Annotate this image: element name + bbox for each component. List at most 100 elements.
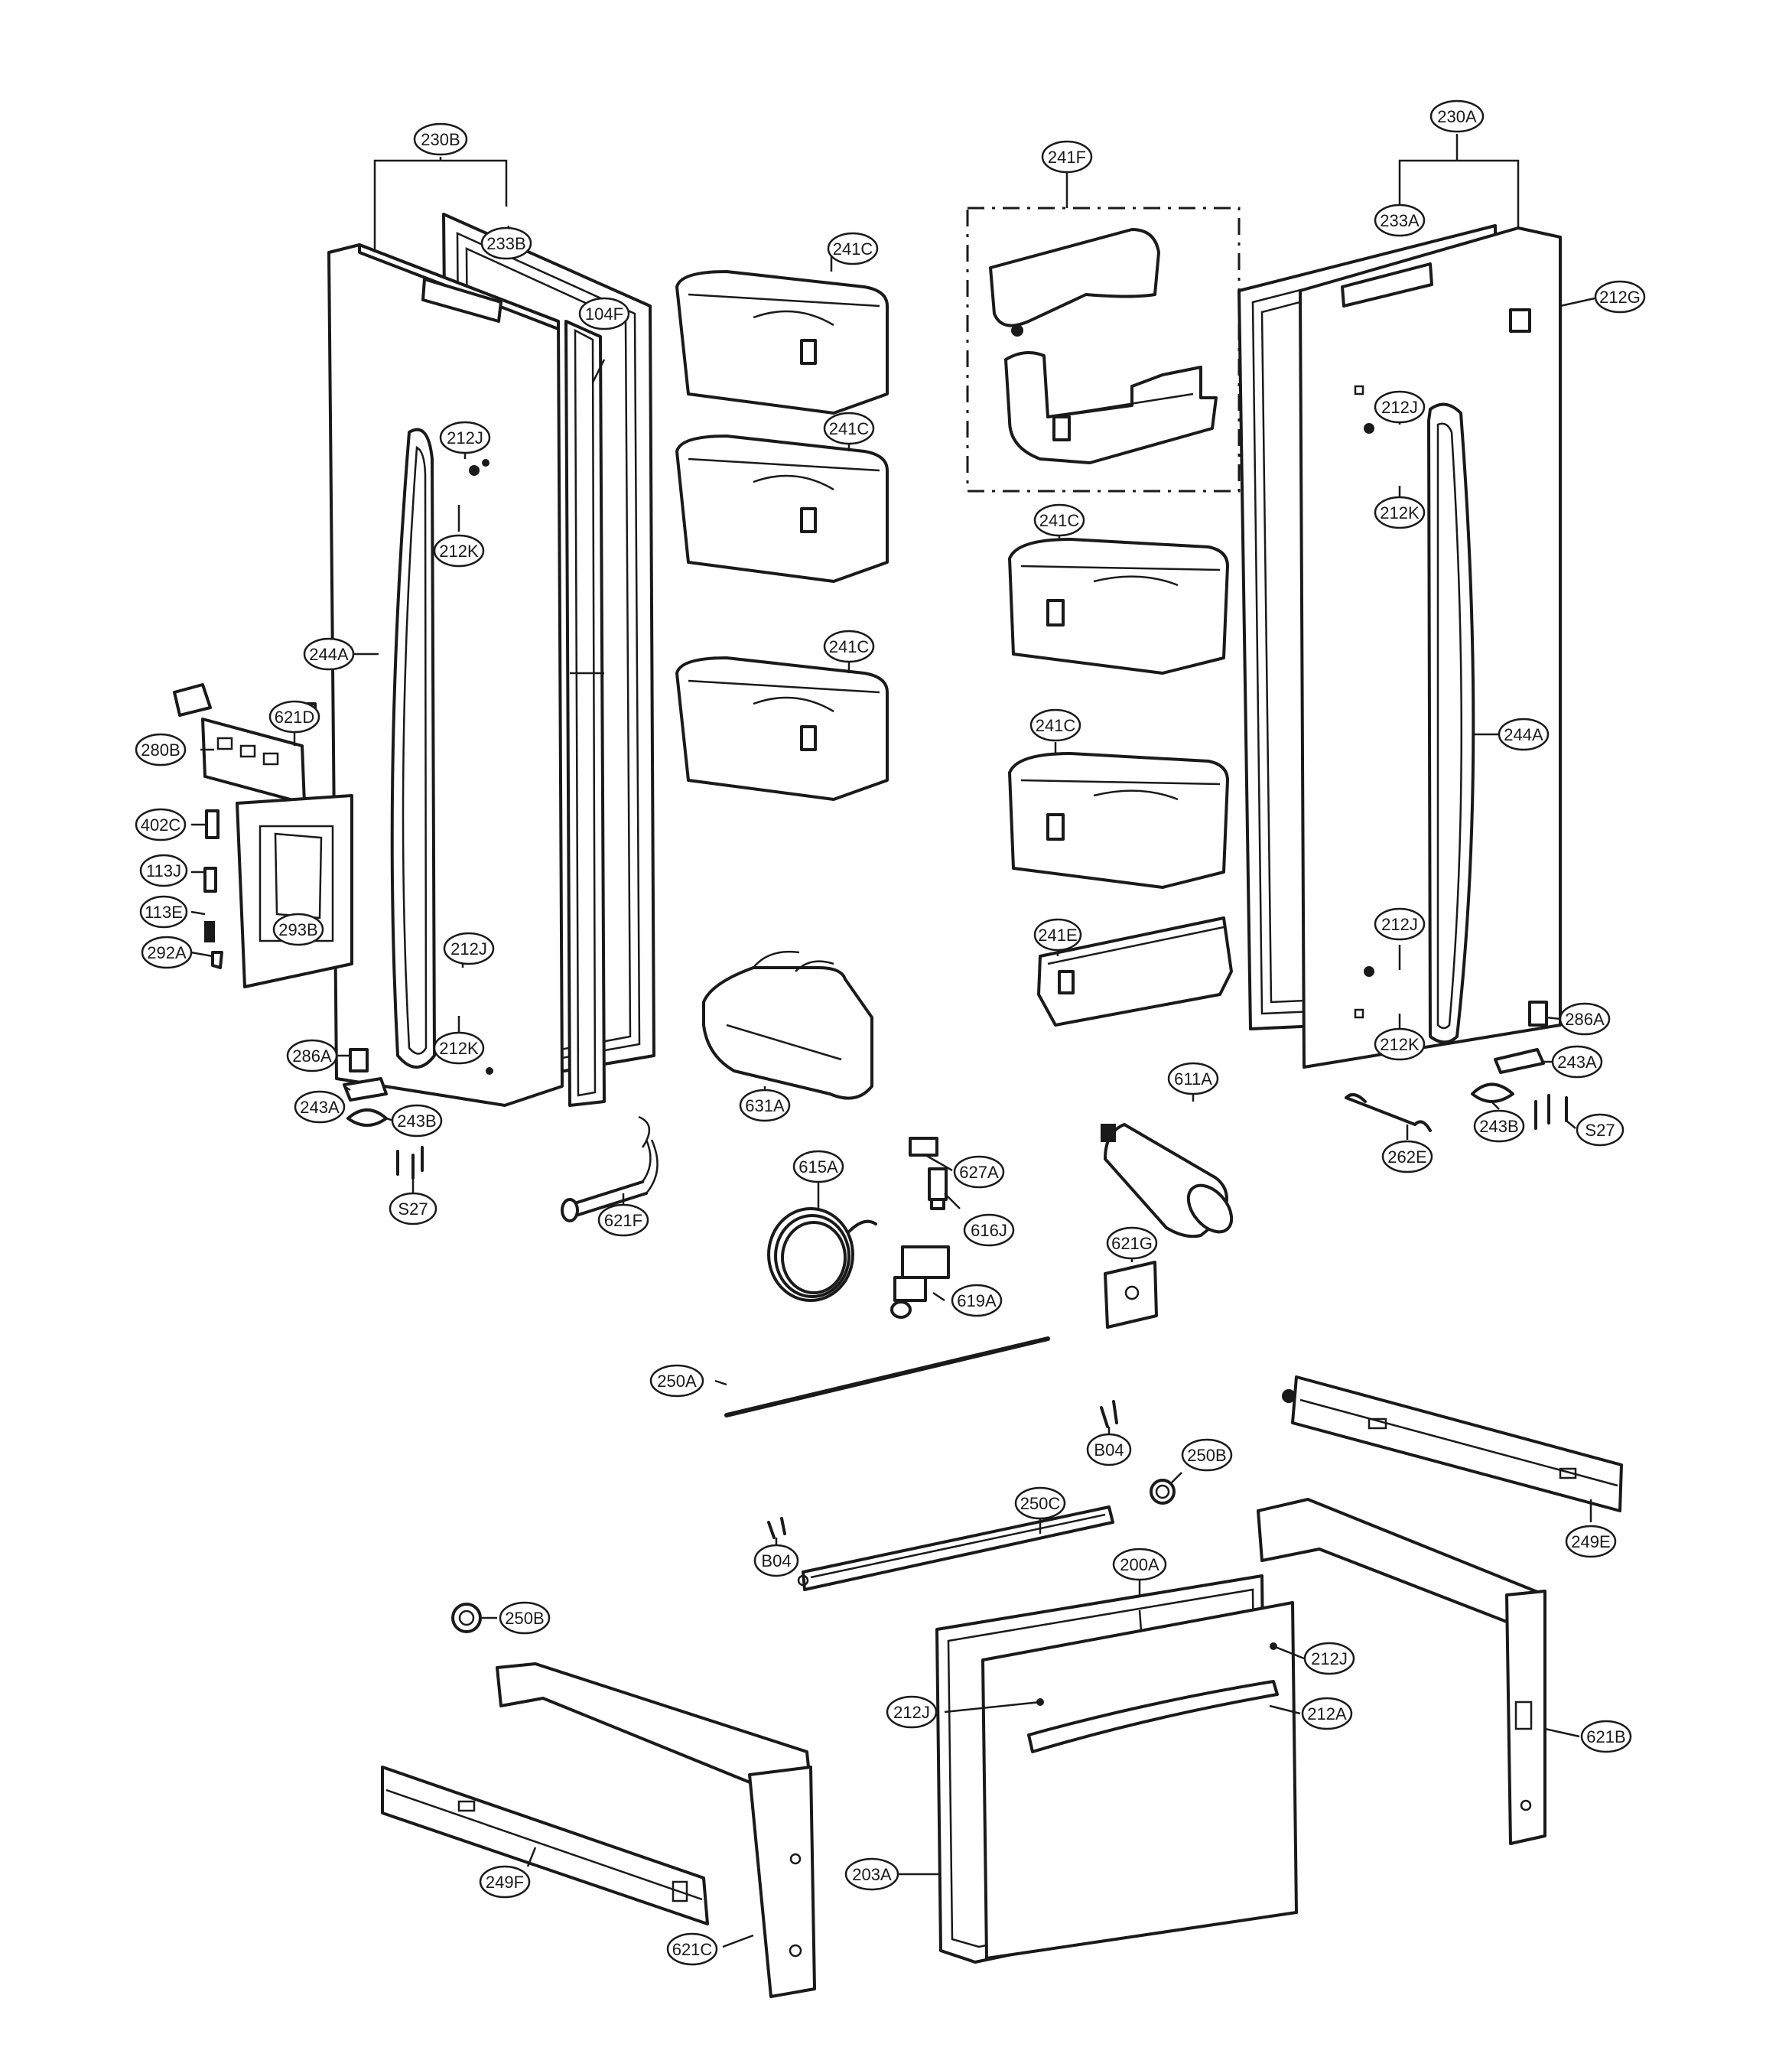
svg-text:250B: 250B <box>505 1609 544 1628</box>
svg-text:402C: 402C <box>141 815 181 835</box>
svg-text:212J: 212J <box>450 939 487 959</box>
label-621F: 621F <box>597 1203 649 1237</box>
svg-text:293B: 293B <box>278 920 317 939</box>
label-233B: 233B <box>480 226 532 260</box>
label-619A: 619A <box>951 1284 1003 1317</box>
svg-text:212J: 212J <box>1381 915 1418 934</box>
label-249E: 249E <box>1565 1525 1617 1558</box>
svg-text:621F: 621F <box>604 1211 642 1230</box>
label-113E: 113E <box>139 895 188 929</box>
label-243A-right: 243A <box>1551 1045 1603 1079</box>
svg-text:212K: 212K <box>1380 1035 1420 1054</box>
svg-text:212J: 212J <box>1311 1649 1348 1668</box>
label-212A: 212A <box>1301 1697 1353 1730</box>
svg-text:619A: 619A <box>957 1291 997 1310</box>
left-dispenser-assembly <box>173 683 353 988</box>
label-212K-left-lower: 212K <box>433 1031 485 1065</box>
svg-text:241E: 241E <box>1038 926 1077 945</box>
svg-text:250B: 250B <box>1187 1446 1226 1465</box>
rail-249E <box>1282 1375 1623 1512</box>
svg-text:233B: 233B <box>486 234 525 253</box>
label-230B: 230B <box>413 122 468 156</box>
svg-text:B04: B04 <box>1094 1440 1124 1460</box>
label-203A: 203A <box>844 1857 899 1891</box>
label-621G: 621G <box>1106 1226 1158 1260</box>
svg-text:212J: 212J <box>893 1703 930 1722</box>
label-627A: 627A <box>953 1155 1005 1189</box>
svg-text:230B: 230B <box>421 130 460 149</box>
water-valve-619A <box>890 1245 950 1319</box>
leader-lines <box>190 134 1595 1948</box>
label-241E: 241E <box>1033 918 1082 952</box>
bracket-621B <box>1257 1498 1546 1845</box>
label-212J-right-upper: 212J <box>1374 390 1426 424</box>
svg-text:230A: 230A <box>1437 107 1477 126</box>
label-616J: 616J <box>963 1213 1015 1247</box>
label-212J-right-lower: 212J <box>1374 907 1426 941</box>
screws-B04 <box>767 1400 1118 1539</box>
svg-text:200A: 200A <box>1120 1555 1159 1574</box>
dairy-compartment-241F <box>966 207 1241 493</box>
label-292A: 292A <box>141 936 193 969</box>
label-621C: 621C <box>666 1932 718 1966</box>
bracket-621C <box>496 1662 816 1998</box>
label-241C-5: 241C <box>1029 708 1081 742</box>
door-bin-2 <box>675 435 889 583</box>
svg-text:262E: 262E <box>1387 1147 1426 1167</box>
svg-text:212J: 212J <box>447 428 483 448</box>
svg-text:621D: 621D <box>275 708 315 727</box>
label-631A: 631A <box>739 1089 791 1122</box>
gear-250B-right <box>1150 1479 1176 1505</box>
door-bin-small <box>1037 916 1233 1027</box>
svg-text:241C: 241C <box>829 637 870 656</box>
label-200A: 200A <box>1112 1548 1167 1581</box>
svg-text:286A: 286A <box>292 1046 332 1066</box>
water-line-coil-615A <box>767 1207 877 1302</box>
label-241C-2: 241C <box>823 412 875 445</box>
svg-text:203A: 203A <box>852 1865 892 1884</box>
svg-text:250C: 250C <box>1020 1494 1061 1513</box>
svg-text:241C: 241C <box>1039 511 1080 530</box>
svg-text:243A: 243A <box>300 1098 340 1117</box>
svg-text:250A: 250A <box>657 1372 697 1391</box>
label-241C-3: 241C <box>823 630 875 663</box>
svg-text:241C: 241C <box>1036 716 1076 735</box>
svg-text:286A: 286A <box>1565 1010 1605 1029</box>
label-212K-left-upper: 212K <box>433 534 485 568</box>
svg-text:621C: 621C <box>672 1940 713 1959</box>
door-bin-1 <box>675 270 889 415</box>
label-262E: 262E <box>1381 1140 1433 1173</box>
rod-250A <box>724 1336 1050 1417</box>
left-door-liner <box>564 320 606 1107</box>
svg-text:292A: 292A <box>147 943 187 962</box>
label-243B-right: 243B <box>1473 1109 1525 1143</box>
water-filter-611A <box>1101 1123 1234 1238</box>
right-door-panel <box>1299 226 1562 1069</box>
svg-text:243A: 243A <box>1557 1053 1597 1072</box>
rail-249F <box>381 1766 709 1925</box>
label-212K-right-lower: 212K <box>1374 1027 1426 1061</box>
svg-text:212K: 212K <box>439 1039 479 1058</box>
label-S27-left: S27 <box>389 1192 437 1225</box>
svg-text:S27: S27 <box>398 1199 428 1219</box>
label-621B: 621B <box>1580 1720 1632 1753</box>
rail-250C <box>797 1505 1114 1591</box>
drawer-front-200A <box>981 1601 1298 1960</box>
left-hinge-parts <box>343 1048 424 1180</box>
label-S27-right: S27 <box>1576 1113 1625 1147</box>
door-bin-right-2 <box>1008 752 1229 889</box>
label-113J: 113J <box>139 854 188 887</box>
label-212J-drawer-left: 212J <box>886 1695 938 1729</box>
left-door-panel <box>327 243 564 1107</box>
label-B04-upper: B04 <box>1086 1433 1132 1466</box>
svg-text:241C: 241C <box>833 239 873 259</box>
svg-text:249F: 249F <box>486 1873 524 1892</box>
svg-text:244A: 244A <box>309 645 349 664</box>
label-286A-left: 286A <box>286 1039 338 1072</box>
label-212G: 212G <box>1594 280 1646 314</box>
label-212J-drawer-right: 212J <box>1303 1642 1355 1675</box>
right-hinge-parts <box>1345 1001 1568 1132</box>
label-286A-right: 286A <box>1559 1002 1611 1036</box>
svg-text:249E: 249E <box>1571 1532 1610 1551</box>
